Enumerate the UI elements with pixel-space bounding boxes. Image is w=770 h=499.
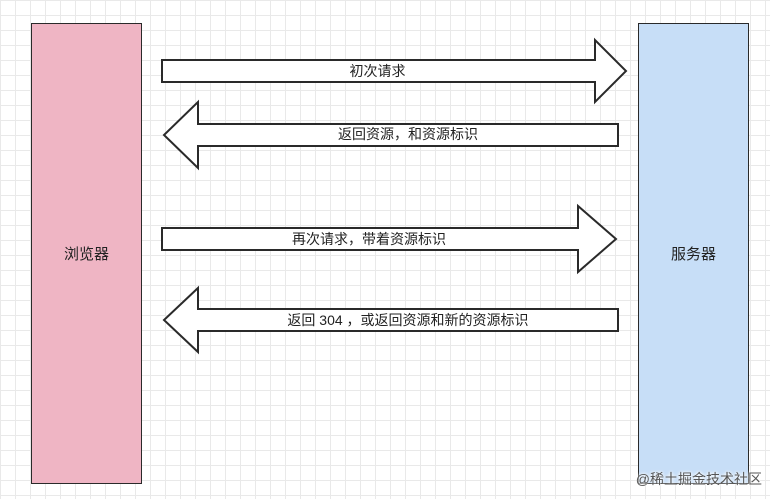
response-arrow-1-label: 返回资源，和资源标识 bbox=[338, 126, 478, 142]
response-arrow-2 bbox=[162, 285, 619, 355]
response-arrow-2-label: 返回 304 ，或返回资源和新的资源标识 bbox=[287, 312, 529, 328]
request-arrow-1 bbox=[161, 37, 628, 105]
request-arrow-1-label: 初次请求 bbox=[349, 63, 406, 79]
request-arrow-2-label: 再次请求，带着资源标识 bbox=[292, 231, 446, 247]
server-lifeline: 服务器 bbox=[638, 23, 749, 484]
server-label: 服务器 bbox=[670, 246, 716, 263]
request-arrow-2 bbox=[161, 203, 618, 275]
browser-lifeline: 浏览器 bbox=[31, 23, 142, 484]
browser-label: 浏览器 bbox=[63, 246, 109, 263]
response-arrow-1 bbox=[162, 99, 619, 171]
watermark: @稀土掘金技术社区 bbox=[635, 471, 762, 487]
